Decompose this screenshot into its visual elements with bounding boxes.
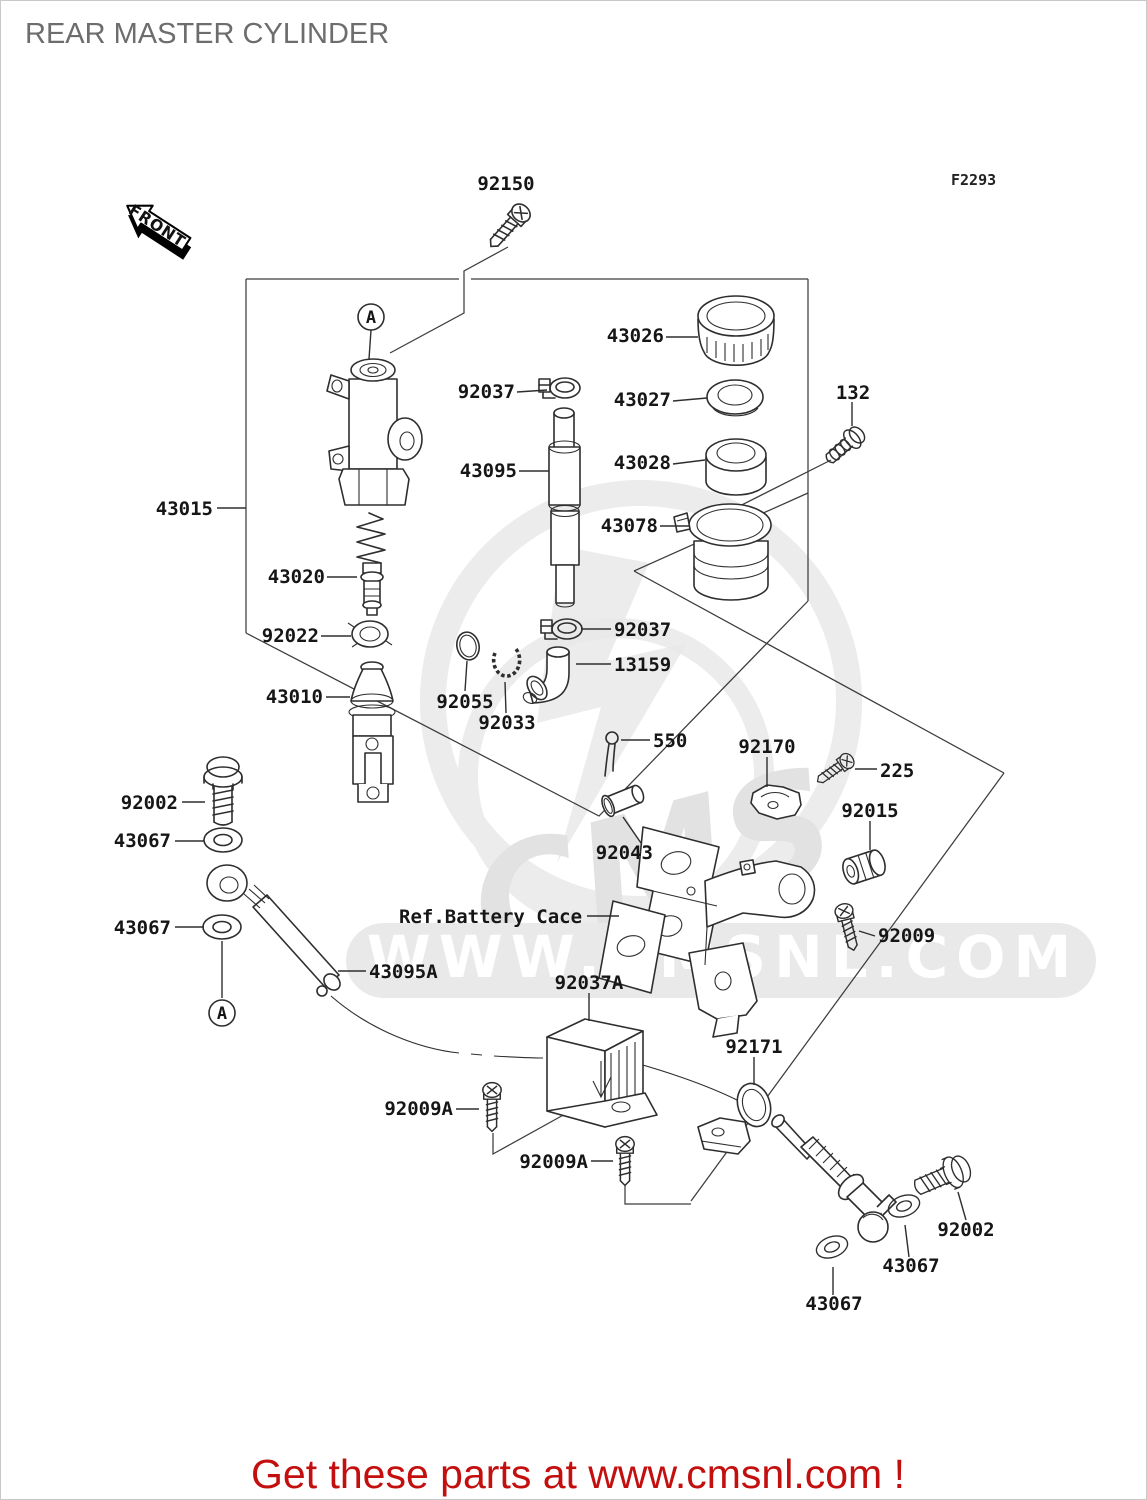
diaphragm-plate-drawing — [706, 379, 764, 417]
part-label-43028: 43028 — [614, 452, 671, 474]
part-label-92002-right: 92002 — [937, 1219, 994, 1241]
leader-lines — [175, 329, 967, 1295]
reservoir-cap-drawing — [697, 295, 775, 367]
marker-a-top: A — [357, 303, 385, 331]
cmsnl-banner-text: Get these parts at www.cmsnl.com ! — [251, 1451, 905, 1497]
part-label-92022: 92022 — [262, 625, 319, 647]
part-label-43067-bottom: 43067 — [805, 1293, 862, 1315]
spring-piston-drawing — [356, 512, 386, 616]
part-label-92015: 92015 — [841, 800, 898, 822]
svg-text:A: A — [366, 308, 376, 328]
part-label-92037-top: 92037 — [458, 381, 515, 403]
clevis-pin-drawing — [601, 784, 645, 818]
front-arrow-face — [126, 204, 192, 252]
snap-ring-drawing — [491, 647, 522, 678]
washer-icon-left-2 — [202, 914, 242, 940]
screw-icon-92009A-2 — [615, 1135, 635, 1187]
boot-clevis-drawing — [348, 661, 396, 803]
battery-case-bracket-drawing — [598, 826, 816, 1038]
push-rod-lower-drawing — [771, 1114, 897, 1243]
part-label-92002-left: 92002 — [121, 792, 178, 814]
part-label-43027: 43027 — [614, 389, 671, 411]
cotter-pin-drawing — [604, 731, 619, 777]
figure-code: F2293 — [951, 171, 996, 189]
washer-icon-right-2 — [812, 1231, 852, 1263]
part-label-92171: 92171 — [725, 1036, 782, 1058]
master-cylinder-body-drawing — [326, 358, 423, 506]
o-ring-drawing — [456, 631, 480, 661]
part-label-43020: 43020 — [268, 566, 325, 588]
marker-a-bottom: A — [208, 999, 236, 1027]
circlip-drawing — [347, 620, 393, 648]
hose-43095-drawing — [548, 407, 581, 608]
front-direction-arrow: FRONT — [126, 201, 192, 260]
clamp-bracket-92170-drawing — [750, 784, 802, 820]
svg-text:A: A — [217, 1004, 227, 1024]
part-label-43067-right: 43067 — [882, 1255, 939, 1277]
part-label-92009A-1: 92009A — [384, 1098, 453, 1120]
part-label-550: 550 — [653, 730, 687, 752]
part-label-92043: 92043 — [596, 842, 653, 864]
part-label-92055: 92055 — [436, 691, 493, 713]
part-label-43067-left-1: 43067 — [114, 830, 171, 852]
part-label-132: 132 — [836, 382, 870, 404]
ring-92171-drawing — [697, 1082, 772, 1155]
part-label-13159: 13159 — [614, 654, 671, 676]
part-label-43095: 43095 — [460, 460, 517, 482]
part-label-92009A-2: 92009A — [519, 1151, 588, 1173]
hose-clamp-icon-top — [538, 377, 581, 399]
part-label-43095A: 43095A — [369, 961, 438, 983]
part-label-43078: 43078 — [601, 515, 658, 537]
bolt-icon-92002-right — [908, 1150, 976, 1204]
part-label-92037A: 92037A — [555, 972, 624, 994]
diaphragm-cup-drawing — [705, 438, 767, 496]
holder-bracket-92037A-drawing — [546, 1018, 658, 1128]
part-label-225: 225 — [880, 760, 914, 782]
bolt-icon-92002-left — [203, 756, 243, 826]
part-label-43015: 43015 — [156, 498, 213, 520]
push-rod-43095A-drawing — [206, 864, 341, 997]
washer-icon-left-1 — [203, 827, 243, 853]
hose-routing-curve — [330, 995, 740, 1102]
part-label-43067-left-2: 43067 — [114, 917, 171, 939]
bushing-drawing — [842, 849, 886, 885]
part-label-92170: 92170 — [738, 736, 795, 758]
reservoir-clamp-drawing — [673, 503, 772, 601]
part-labels: 92150 43026 92037 43027 43095 43028 132 … — [114, 173, 995, 1315]
ref-battery-case-label: Ref.Battery Cace — [399, 906, 582, 928]
page-title: REAR MASTER CYLINDER — [25, 18, 389, 50]
part-label-92009: 92009 — [878, 925, 935, 947]
part-label-92037-mid: 92037 — [614, 619, 671, 641]
part-label-92033: 92033 — [478, 712, 535, 734]
screw-icon-92009A-1 — [482, 1081, 502, 1133]
elbow-joint-drawing — [522, 646, 570, 704]
bolt-icon-92150 — [482, 199, 535, 254]
part-label-43026: 43026 — [607, 325, 664, 347]
part-label-92150: 92150 — [477, 173, 534, 195]
part-label-43010: 43010 — [266, 686, 323, 708]
